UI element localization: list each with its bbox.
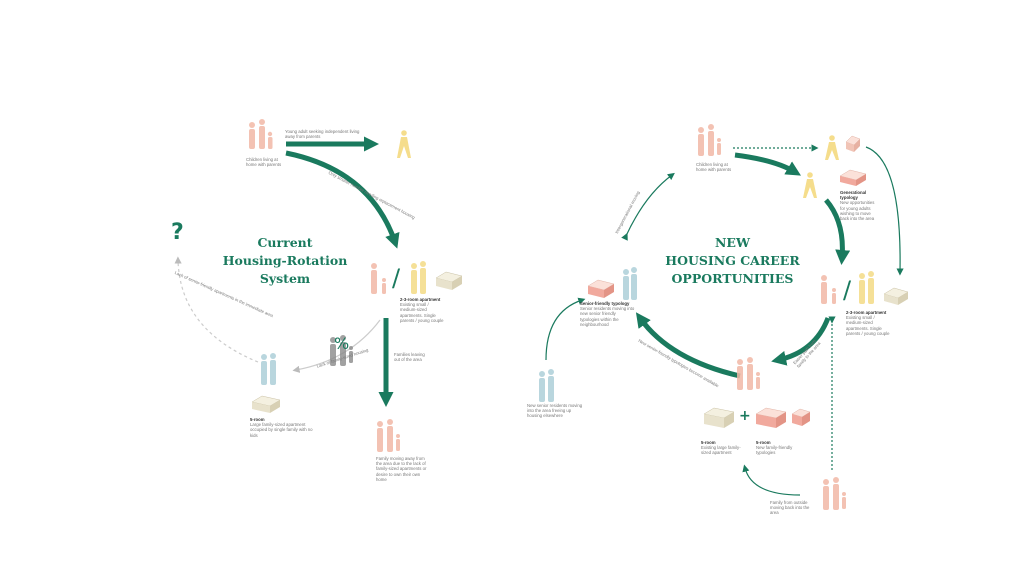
left-5-room-label: 5-room Large family-sized apartment occu… (250, 417, 314, 438)
senior-figure-icon (623, 267, 637, 300)
apartment-box-icon (845, 135, 861, 152)
young-adult-figure-icon (825, 135, 839, 160)
left-title-line-3: System (259, 271, 311, 286)
slash-right: / (843, 276, 852, 304)
family-figure-icon (859, 271, 874, 304)
family-figure-icon (249, 119, 273, 149)
family-figure-icon (737, 357, 760, 390)
left-2-3-room-text: Existing small / medium-sized apartments… (400, 302, 444, 323)
right-5-room-new-text: New family-friendly typologies (756, 445, 793, 456)
left-title-line-1: Current (257, 235, 313, 250)
right-2-3-room-title: 2-3-room apartment (846, 310, 887, 315)
family-figure-icon (371, 263, 386, 294)
percent-sign: % (334, 334, 350, 353)
family-figure-icon (411, 261, 426, 294)
senior-friendly-label: Senior-friendly typology Senior resident… (580, 301, 636, 327)
apartment-box-icon (883, 287, 909, 305)
left-5-room-title: 5-room (250, 417, 265, 422)
arrow-senior-missing (174, 256, 259, 363)
right-5-room-existing-title: 5-room (701, 440, 716, 445)
arrow-generational-loop (865, 146, 904, 276)
right-5-room-new-title: 5-room (756, 440, 771, 445)
apartment-box-icon (703, 407, 735, 428)
left-young-adult-label: Young adult seeking independent living a… (285, 129, 360, 140)
left-children-label: Children living at home with parents (246, 157, 282, 168)
right-2-3-room-label: 2-3-room apartment Existing small / medi… (846, 310, 890, 336)
generational-text: New opportunities for young adults wishi… (840, 200, 875, 222)
right-title-line-2: HOUSING CAREER (665, 253, 800, 268)
arrow-new-senior-in (545, 297, 586, 361)
left-title-line-2: Housing-Rotation (222, 253, 348, 268)
left-2-3-room-label: 2-3-room apartment Existing small / medi… (400, 297, 444, 323)
right-title: NEW HOUSING CAREER OPPORTUNITIES (665, 234, 800, 288)
apartment-box-icon (587, 279, 615, 298)
young-adult-figure-icon (803, 172, 817, 198)
arrow-to-5-room-right (771, 317, 831, 366)
senior-figure-icon (261, 353, 276, 385)
right-5-room-new-label: 5-room New family-friendly typologies (756, 440, 802, 456)
family-figure-icon (330, 335, 353, 366)
arrow-to-senior (635, 312, 741, 379)
question-mark: ? (171, 220, 184, 245)
right-title-line-1: NEW (715, 235, 750, 250)
slash-left: / (392, 264, 401, 292)
arrow-intergenerational (621, 172, 675, 241)
young-adult-figure-icon (397, 130, 411, 158)
generational-title: Generational typology (840, 190, 867, 201)
arrow-family-from-outside (742, 464, 801, 496)
right-2-3-room-text: Existing small / medium-sized apartments… (846, 315, 890, 336)
senior-figure-icon (539, 369, 554, 402)
family-moving-away-label: Family moving away from the area due to … (376, 456, 427, 482)
arrow-to-2-3-room (285, 150, 400, 249)
right-5-room-existing-text: Existing large family-sized apartment (701, 445, 741, 456)
arrow-children-to-young (734, 152, 802, 176)
left-2-3-room-title: 2-3-room apartment (400, 297, 441, 302)
family-figure-icon (377, 419, 400, 452)
apartment-box-icon (839, 169, 867, 186)
right-title-line-3: OPPORTUNITIES (671, 271, 794, 286)
apartment-box-icon (435, 271, 463, 290)
apartment-box-icon (755, 407, 811, 428)
family-from-outside-label: Family from outside moving back into the… (770, 500, 810, 516)
family-figure-icon (823, 477, 846, 510)
arrow-to-2-3-room-right (824, 198, 851, 265)
family-figure-icon (698, 124, 721, 156)
right-children-label: Children living at home with parents (696, 162, 732, 173)
generational-label: Generational typology New opportunities … (840, 190, 880, 221)
senior-friendly-title: Senior-friendly typology (580, 301, 630, 306)
left-title: Current Housing-Rotation System (215, 234, 355, 288)
senior-friendly-text: Senior residents moving into new senior … (580, 306, 635, 327)
left-5-room-text: Large family-sized apartment occupied by… (250, 422, 313, 438)
families-leaving-label: Families leaving out of the area (394, 352, 425, 363)
apartment-box-icon (251, 395, 281, 413)
family-figure-icon (821, 275, 836, 304)
new-senior-label: New senior residents moving into the are… (527, 403, 583, 419)
right-5-room-existing-label: 5-room Existing large family-sized apart… (701, 440, 745, 456)
plus-sign: + (739, 408, 751, 424)
